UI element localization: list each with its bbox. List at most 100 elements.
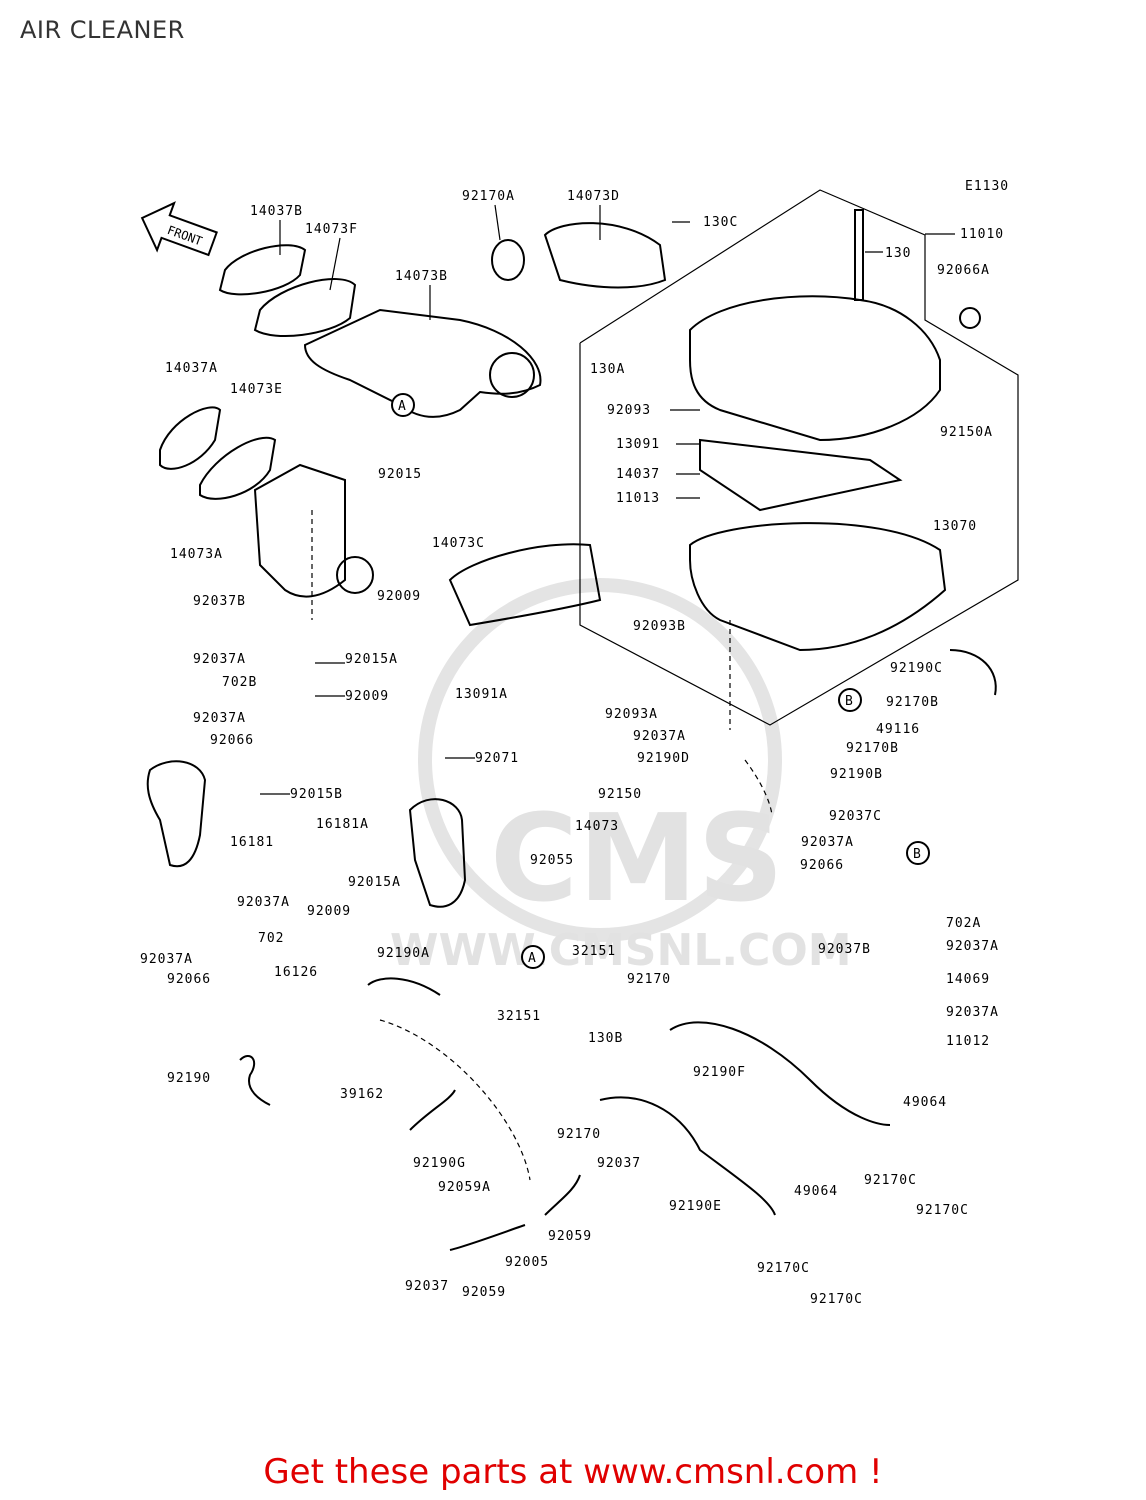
- part-label: 32151: [572, 944, 616, 959]
- part-label: 13091A: [455, 687, 508, 702]
- page-title: AIR CLEANER: [20, 16, 185, 44]
- part-label: 92037A: [193, 711, 246, 726]
- part-label: 130C: [703, 215, 738, 230]
- part-label: 92066A: [937, 263, 990, 278]
- part-label: 92059: [548, 1229, 592, 1244]
- part-label: 92190B: [830, 767, 883, 782]
- part-label: 92037A: [237, 895, 290, 910]
- svg-text:A: A: [528, 951, 537, 966]
- diagram-code: E1130: [965, 179, 1009, 194]
- part-label: 92170B: [886, 695, 939, 710]
- part-label: 92066: [210, 733, 254, 748]
- part-label: 92093B: [633, 619, 686, 634]
- part-label: 92015: [378, 467, 422, 482]
- air-cleaner-housing: [579, 189, 1019, 726]
- part-label: 92190: [167, 1071, 211, 1086]
- part-label: 92009: [345, 689, 389, 704]
- part-label: 32151: [497, 1009, 541, 1024]
- leader-lines: [260, 204, 955, 795]
- part-label: 14073B: [395, 269, 448, 284]
- part-label: 92009: [307, 904, 351, 919]
- hoses: [239, 510, 997, 1251]
- part-label: 14073E: [230, 382, 283, 397]
- part-label: 11010: [960, 227, 1004, 242]
- part-label: 702B: [222, 675, 257, 690]
- part-label: 92037A: [946, 1005, 999, 1020]
- part-label: 702: [258, 931, 284, 946]
- part-label: 92190G: [413, 1156, 466, 1171]
- part-label: 14073F: [305, 222, 358, 237]
- part-label: 92015A: [345, 652, 398, 667]
- part-label: 92005: [505, 1255, 549, 1270]
- part-label: 92037: [405, 1279, 449, 1294]
- tanks: [146, 760, 467, 908]
- part-label: 14037A: [165, 361, 218, 376]
- part-label: 92170C: [916, 1203, 969, 1218]
- part-label: 92170C: [864, 1173, 917, 1188]
- part-label: 92170: [627, 972, 671, 987]
- footer-link[interactable]: Get these parts at www.cmsnl.com !: [263, 1452, 883, 1492]
- intake-ducts: [159, 222, 667, 627]
- part-label: 16126: [274, 965, 318, 980]
- part-label: 16181: [230, 835, 274, 850]
- callout-markers: A A B B: [391, 393, 930, 969]
- part-label: 14073C: [432, 536, 485, 551]
- part-label: 92066: [800, 858, 844, 873]
- part-label: 92037B: [193, 594, 246, 609]
- svg-text:B: B: [913, 847, 922, 862]
- part-label: 92190A: [377, 946, 430, 961]
- part-label: 39162: [340, 1087, 384, 1102]
- part-label: 92037B: [818, 942, 871, 957]
- part-label: 16181A: [316, 817, 369, 832]
- part-label: 92150A: [940, 425, 993, 440]
- part-label: 92150: [598, 787, 642, 802]
- part-label: 702A: [946, 916, 981, 931]
- part-label: 92093A: [605, 707, 658, 722]
- part-label: 92170: [557, 1127, 601, 1142]
- part-label: 13070: [933, 519, 977, 534]
- part-label: 92190C: [890, 661, 943, 676]
- part-labels: 14037B 14073F 14073B 92170A 14073D 130C …: [140, 189, 1004, 1307]
- part-label: 92190F: [693, 1065, 746, 1080]
- part-label: 49064: [794, 1184, 838, 1199]
- part-label: 14073D: [567, 189, 620, 204]
- part-label: 92066: [167, 972, 211, 987]
- part-label: 14037: [616, 467, 660, 482]
- part-label: 92015B: [290, 787, 343, 802]
- part-label: 92190E: [669, 1199, 722, 1214]
- part-label: 11012: [946, 1034, 990, 1049]
- part-label: 49116: [876, 722, 920, 737]
- watermark-text: WWW.CMSNL.COM: [390, 925, 852, 976]
- part-label: 92037A: [140, 952, 193, 967]
- part-label: 14069: [946, 972, 990, 987]
- part-label: 14073: [575, 819, 619, 834]
- part-label: 92059: [462, 1285, 506, 1300]
- svg-text:A: A: [398, 399, 407, 414]
- part-label: 14037B: [250, 204, 303, 219]
- part-label: 92170C: [757, 1261, 810, 1276]
- part-label: 92059A: [438, 1180, 491, 1195]
- svg-text:B: B: [845, 694, 854, 709]
- part-label: 92037: [597, 1156, 641, 1171]
- part-label: 92190D: [637, 751, 690, 766]
- part-label: 11013: [616, 491, 660, 506]
- part-label: 92170B: [846, 741, 899, 756]
- part-label: 14073A: [170, 547, 223, 562]
- part-label: 92037A: [946, 939, 999, 954]
- watermark: CMS WWW.CMSNL.COM: [390, 578, 852, 976]
- part-label: 92170C: [810, 1292, 863, 1307]
- part-label: 130A: [590, 362, 625, 377]
- part-label: 92055: [530, 853, 574, 868]
- part-label: 92170A: [462, 189, 515, 204]
- part-label: 49064: [903, 1095, 947, 1110]
- front-arrow-icon: FRONT: [140, 201, 218, 257]
- part-label: 92071: [475, 751, 519, 766]
- part-label: 92015A: [348, 875, 401, 890]
- watermark-logo: CMS: [490, 790, 784, 929]
- part-label: 92037A: [193, 652, 246, 667]
- part-label: 13091: [616, 437, 660, 452]
- part-label: 92009: [377, 589, 421, 604]
- part-label: 92093: [607, 403, 651, 418]
- part-label: 92037A: [633, 729, 686, 744]
